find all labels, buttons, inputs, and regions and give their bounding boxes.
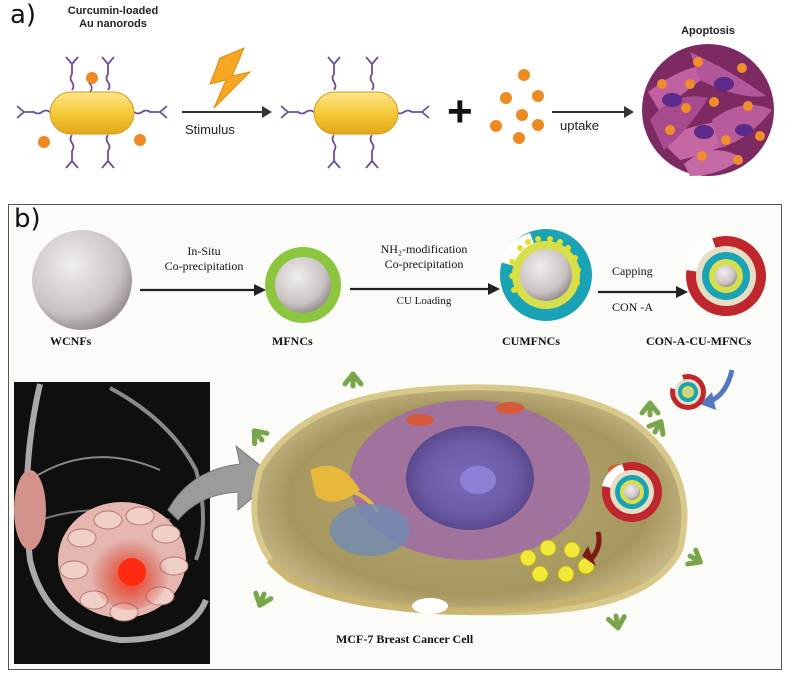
step3-line2: CON -A: [612, 300, 653, 314]
step3-line1: Capping: [612, 264, 653, 278]
nanorod-label-line2: Au nanorods: [79, 18, 147, 30]
step2-line1: NH₂-modification: [380, 242, 468, 256]
nanorod-label-line1: Curcumin-loaded: [67, 5, 159, 17]
step1-line1: In-Situ: [187, 244, 221, 258]
cumfnc-particle: [500, 229, 592, 321]
panel-b-letter: b): [14, 204, 41, 234]
stimulus-label: Stimulus: [185, 122, 235, 137]
panel-a-letter: a): [10, 0, 37, 30]
mfncs-label: MFNCs: [272, 334, 313, 348]
curcumin-loaded-nanorod: [16, 56, 168, 169]
step2-line3: CU Loading: [396, 295, 452, 307]
cumfncs-label: CUMFNCs: [502, 334, 560, 348]
released-curcumin: [490, 69, 544, 144]
incoming-nanoparticle: [670, 374, 706, 410]
panel-a-illustration: [16, 44, 774, 176]
con-a-cu-mfncs-label: CON-A-CU-MFNCs: [646, 334, 752, 348]
apoptosis-label: Apoptosis: [681, 25, 735, 37]
mfnc-particle: [265, 247, 341, 323]
released-nanorod: [280, 56, 430, 169]
docked-nanoparticle: [602, 462, 662, 522]
lightning-bolt-icon: [209, 47, 252, 109]
mcf7-cancer-cell: [251, 384, 688, 616]
nanorod-label: Curcumin-loaded Au nanorods: [48, 5, 178, 31]
uptake-label: uptake: [560, 118, 600, 133]
wcnf-particle: [32, 230, 132, 330]
step2-label: NH₂-modification Co-precipitation: [354, 242, 494, 272]
apoptotic-cell-cluster: [642, 44, 774, 176]
step1-label: In-Situ Co-precipitation: [148, 244, 260, 274]
wcnfs-label: WCNFs: [50, 334, 92, 348]
plus-sign: +: [447, 87, 473, 136]
step1-line2: Co-precipitation: [164, 259, 244, 273]
breast-xray-image: [14, 382, 210, 664]
step2-line2: Co-precipitation: [384, 257, 464, 271]
con-a-cu-mfnc-particle: [686, 236, 766, 316]
mcf7-cell-label: MCF-7 Breast Cancer Cell: [336, 632, 474, 646]
